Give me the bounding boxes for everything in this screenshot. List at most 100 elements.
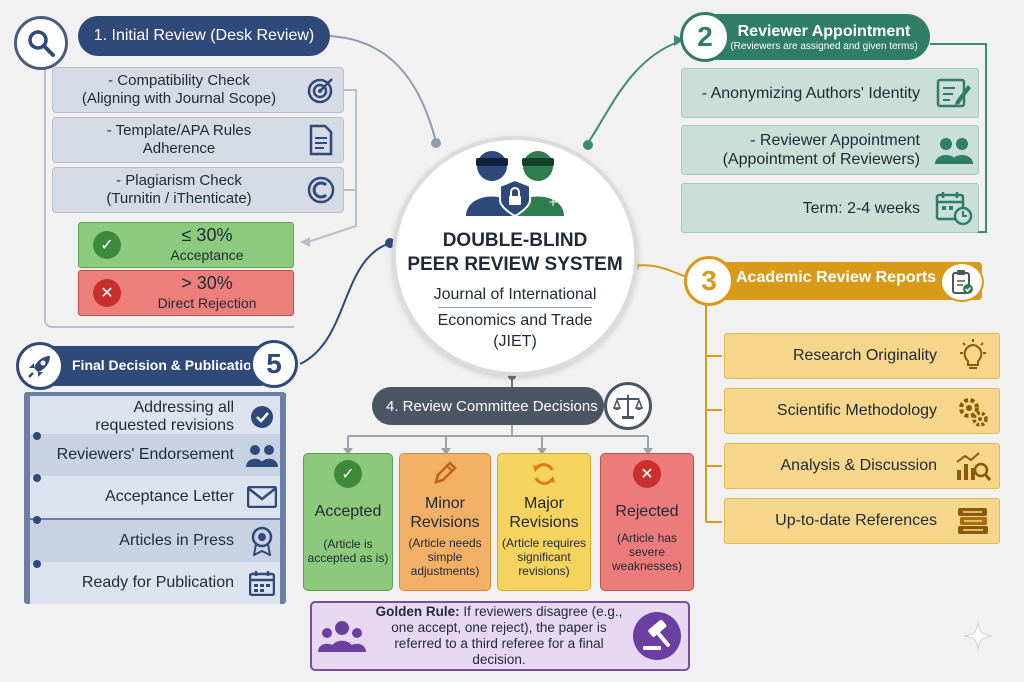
users-icon [244, 443, 280, 467]
check-line2: Adherence [142, 140, 216, 157]
envelope-icon [244, 486, 280, 508]
step1-title: 1. Initial Review (Desk Review) [78, 16, 330, 56]
timeline-dot [33, 432, 41, 440]
close-icon: ✕ [633, 460, 661, 488]
item-line1: - Reviewer Appointment [750, 132, 920, 149]
publication-item-ready: Ready for Publication [30, 562, 280, 604]
check-icon: ✓ [93, 231, 121, 259]
item-line1: - Anonymizing Authors' Identity [701, 84, 920, 102]
check-line2: (Aligning with Journal Scope) [81, 90, 277, 107]
group-icon [312, 619, 372, 653]
report-label: Analysis & Discussion [780, 457, 938, 474]
edit-form-icon [930, 73, 978, 113]
decision-note: (Article has [616, 531, 678, 545]
decision-note: significant [517, 550, 571, 564]
decision-title: Rejected [615, 503, 679, 520]
calendar-clock-icon [930, 188, 978, 228]
decision-note: weaknesses) [611, 559, 683, 573]
report-label: Research Originality [792, 347, 937, 364]
clipboard-check-icon [940, 262, 984, 302]
gears-icon [947, 391, 999, 431]
users-icon [930, 130, 978, 170]
item-line1: Addressing all [133, 399, 235, 416]
decision-note: (Article needs [408, 536, 482, 550]
report-label: Scientific Methodology [776, 402, 937, 419]
check-line1: - Compatibility Check [108, 72, 250, 89]
refresh-icon [498, 460, 590, 488]
step2-title: Reviewer Appointment [737, 22, 911, 40]
decision-note: (Article requires [501, 536, 587, 550]
item-line1: Reviewers' Endorsement [56, 446, 234, 463]
report-item-analysis: Analysis & Discussion [724, 443, 1000, 489]
journal-name-line1: Journal of International [433, 286, 597, 303]
rocket-icon [16, 342, 64, 390]
document-icon [299, 122, 343, 158]
pencil-icon [400, 460, 490, 488]
item-line1: Term: 2-4 weeks [802, 199, 920, 217]
chart-search-icon [947, 446, 999, 486]
step2-number: 2 [680, 12, 730, 62]
golden-rule-label: Golden Rule: [375, 604, 460, 619]
timeline-dot [33, 474, 41, 482]
check-line2: (Turnitin / iThenticate) [106, 190, 252, 207]
step5-number: 5 [250, 340, 298, 388]
target-icon [299, 72, 343, 108]
step3-header-bar [712, 262, 982, 300]
item-line1: Acceptance Letter [105, 488, 234, 505]
publication-item-press: Articles in Press [30, 520, 280, 562]
books-icon [947, 501, 999, 541]
step2-item-term: Term: 2-4 weeks [681, 183, 979, 233]
decision-note: revisions) [518, 564, 570, 578]
sparkle-icon [963, 621, 993, 651]
search-icon [14, 16, 68, 70]
decision-title: Accepted [314, 503, 382, 520]
timeline-dot [33, 560, 41, 568]
item-line1: Ready for Publication [81, 574, 234, 591]
rejection-value: > 30% [181, 273, 233, 293]
check-line1: - Template/APA Rules [106, 122, 252, 139]
rejection-threshold: ✕ > 30%Direct Rejection [78, 270, 294, 316]
acceptance-label: Acceptance [170, 247, 244, 263]
decision-note: simple [427, 550, 463, 564]
report-item-references: Up-to-date References [724, 498, 1000, 544]
journal-abbrev: (JIET) [493, 333, 537, 350]
lightbulb-icon [947, 336, 999, 376]
center-title-line2: PEER REVIEW SYSTEM [407, 254, 623, 275]
copyright-icon [299, 172, 343, 208]
item-line2: requested revisions [95, 417, 234, 434]
rejection-label: Direct Rejection [157, 295, 257, 311]
publication-item-endorsement: Reviewers' Endorsement [30, 434, 280, 476]
step5-title: Final Decision & Publication [72, 357, 261, 373]
item-line1: Articles in Press [119, 532, 234, 549]
step2-subtitle: (Reviewers are assigned and given terms) [730, 40, 918, 52]
report-label: Up-to-date References [775, 512, 937, 529]
step3-number: 3 [684, 256, 734, 306]
report-item-originality: Research Originality [724, 333, 1000, 379]
step4-title: 4. Review Committee Decisions [372, 387, 604, 425]
golden-rule-text: If reviewers disagree (e.g., [463, 604, 623, 619]
check-icon: ✓ [334, 460, 362, 488]
journal-name-line2: Economics and Trade [437, 312, 593, 329]
center-title-line1: DOUBLE-BLIND [442, 230, 588, 251]
decision-note: accepted as is) [307, 551, 389, 565]
check-card-compatibility: - Compatibility Check(Aligning with Jour… [52, 67, 344, 113]
step1-frame [44, 60, 294, 328]
golden-rule-text: referred to a third referee for a final … [394, 636, 604, 667]
report-item-methodology: Scientific Methodology [724, 388, 1000, 434]
publication-item-letter: Acceptance Letter [30, 476, 280, 518]
award-icon [244, 526, 280, 556]
acceptance-value: ≤ 30% [181, 225, 233, 245]
svg-text:+: + [548, 195, 558, 209]
timeline-dot [33, 516, 41, 524]
gavel-icon [626, 611, 688, 661]
step2-item-appointment: - Reviewer Appointment(Appointment of Re… [681, 125, 979, 175]
acceptance-threshold: ✓ ≤ 30% Acceptance [78, 222, 294, 268]
golden-rule-box: Golden Rule: If reviewers disagree (e.g.… [310, 601, 690, 671]
scales-icon [604, 382, 652, 430]
